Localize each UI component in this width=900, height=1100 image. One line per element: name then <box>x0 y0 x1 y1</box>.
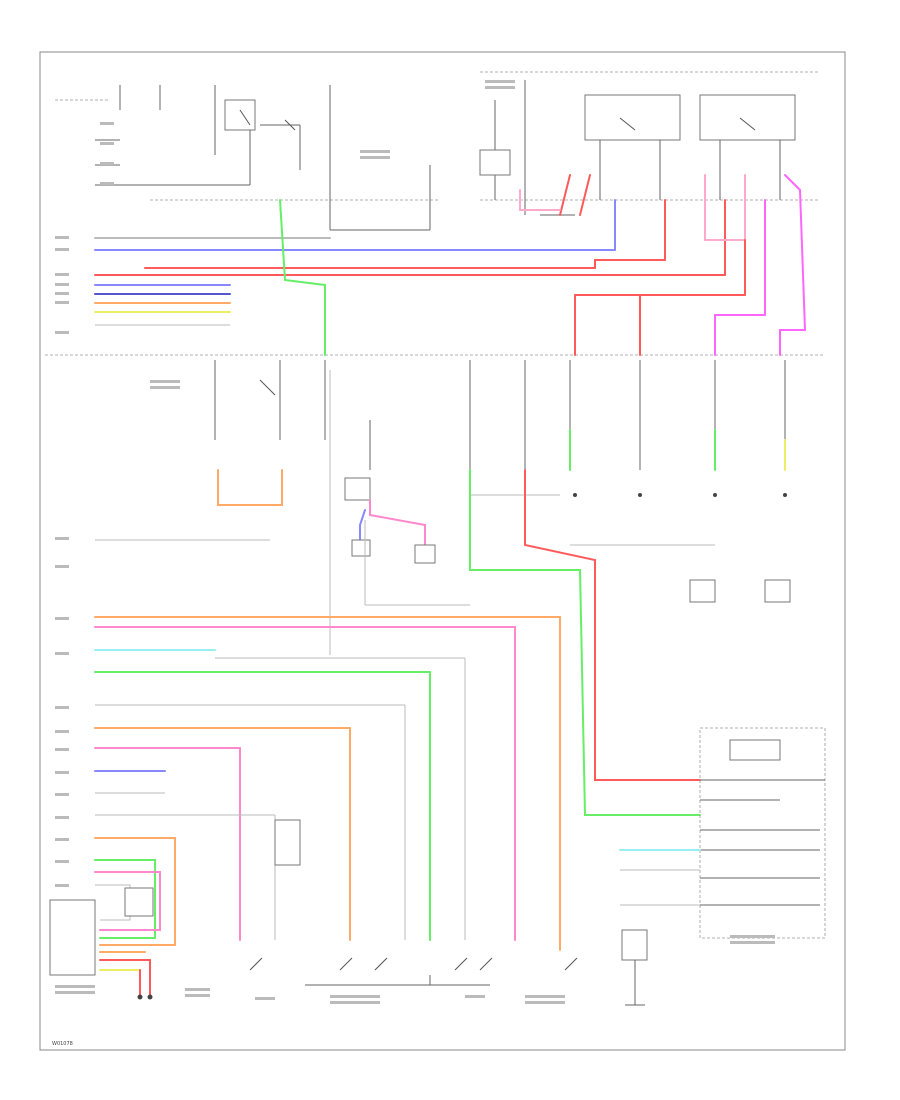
connector-icon <box>414 544 436 564</box>
bottom-switch-row <box>49 819 578 1000</box>
connector-icon <box>274 819 301 866</box>
headlight-relay-block <box>95 85 431 231</box>
relay-switch-icon <box>699 94 796 141</box>
connector-icon <box>124 887 154 917</box>
relay-switch-icon <box>344 477 371 501</box>
dimmer-relay-block <box>479 80 796 216</box>
connector-icon <box>49 899 96 976</box>
connector-icon <box>351 539 371 557</box>
lower-harness-wires <box>94 539 561 996</box>
footer-code: W01078 <box>52 1041 73 1047</box>
ground-symbol-icon <box>764 579 791 603</box>
ground-symbol-icon <box>689 579 716 603</box>
power-bus-lines <box>45 71 825 356</box>
middle-fuse-section <box>214 360 791 816</box>
relay-switch-icon <box>479 149 511 176</box>
upper-harness-wires <box>94 199 726 356</box>
relay-switch-icon <box>621 929 648 961</box>
right-drop-wires <box>519 174 806 356</box>
connector-icon <box>729 739 781 761</box>
wire-label-marks <box>55 80 775 1004</box>
control-module-block <box>619 727 826 1006</box>
relay-switch-icon <box>224 99 256 131</box>
relay-switch-icon <box>584 94 681 141</box>
diagram-frame <box>39 51 846 1051</box>
